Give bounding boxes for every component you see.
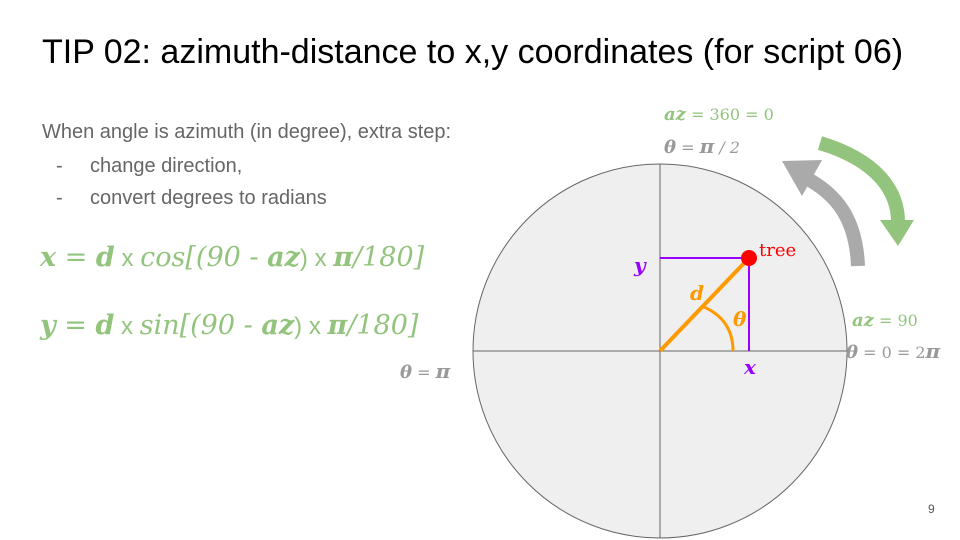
- formula-y-func: sin[(90 -: [139, 310, 262, 341]
- formula-y: y = d x sin[(90 - az) x π/180]: [40, 310, 418, 341]
- left-theta-label: θ = π: [400, 359, 451, 383]
- formula-x-times: x: [114, 245, 141, 272]
- top-azimuth-label: az = 360 = 0: [664, 104, 774, 125]
- formula-y-tail: /180]: [347, 310, 419, 341]
- bullet-text: convert degrees to radians: [90, 187, 327, 209]
- formula-x-d: d: [95, 242, 115, 273]
- right-azimuth-label: az = 90: [852, 310, 918, 331]
- formula-x-lhs: x: [40, 242, 57, 273]
- right-theta-label: θ = 0 = 2π: [846, 339, 941, 363]
- formula-y-pi: π: [327, 310, 348, 341]
- page-number: 9: [928, 502, 935, 516]
- slide-title: TIP 02: azimuth-distance to x,y coordina…: [42, 33, 904, 71]
- formula-x-tail: /180]: [353, 242, 425, 273]
- formula-y-lhs: y: [40, 310, 56, 341]
- formula-y-close: ) x: [294, 313, 328, 340]
- bullet-dash: -: [56, 155, 63, 177]
- formula-x-func: cos[(90 -: [140, 242, 268, 273]
- theta-angle-label: θ: [733, 307, 747, 331]
- formula-y-az: az: [261, 310, 295, 341]
- clockwise-arrow-head: [880, 220, 914, 246]
- top-theta-label: θ = π / 2: [664, 134, 740, 158]
- formula-y-d: d: [95, 310, 115, 341]
- distance-line: [658, 256, 751, 353]
- formula-x-az: az: [267, 242, 300, 273]
- formula-y-eq: =: [55, 310, 96, 341]
- bullet-list: - change direction, - convert degrees to r…: [56, 155, 327, 219]
- formula-x-pi: π: [333, 242, 354, 273]
- distance-label: d: [690, 281, 704, 305]
- counterclockwise-arrow-head: [782, 160, 822, 196]
- intro-text: When angle is azimuth (in degree), extra…: [42, 121, 452, 143]
- theta-arc: [703, 305, 735, 352]
- x-label: x: [743, 355, 757, 379]
- bullet-item: - convert degrees to radians: [56, 187, 327, 219]
- formula-x-eq: =: [56, 242, 96, 273]
- clockwise-arrow-body: [817, 136, 905, 223]
- y-label: y: [633, 253, 647, 277]
- tree-label: tree: [759, 240, 796, 261]
- bullet-item: - change direction,: [56, 155, 327, 187]
- bullet-text: change direction,: [90, 155, 243, 177]
- formula-x-close: ) x: [299, 245, 334, 272]
- tree-point: [741, 250, 757, 266]
- formula-y-times: x: [114, 313, 140, 340]
- counterclockwise-arrow-body: [802, 171, 865, 267]
- bullet-dash: -: [56, 187, 63, 209]
- formula-x: x = d x cos[(90 - az) x π/180]: [40, 242, 424, 273]
